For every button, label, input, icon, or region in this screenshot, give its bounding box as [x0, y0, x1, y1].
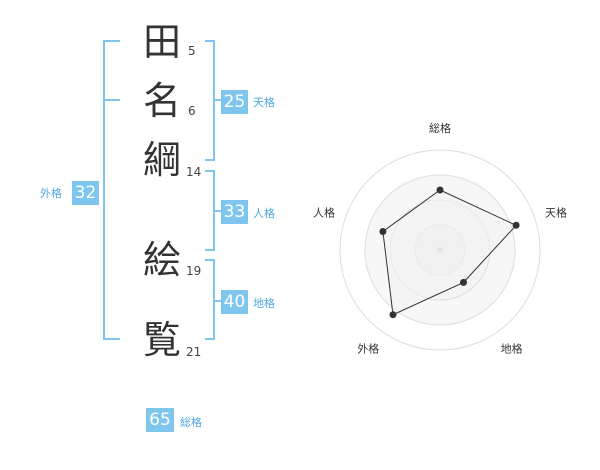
tenkaku-label: 天格: [253, 96, 275, 109]
name-char-4: 絵: [142, 238, 181, 282]
chikaku-tick: [215, 300, 222, 302]
jinkaku-tick: [215, 210, 222, 212]
radar-axis-label-2: 天格: [545, 205, 567, 219]
tenkaku-value-badge: 25: [221, 90, 248, 114]
gaikaku-label: 外格: [40, 187, 62, 200]
radar-series-area: [382, 189, 517, 316]
chikaku-label: 地格: [253, 297, 275, 310]
radar-axis-label-4: 外格: [357, 342, 379, 356]
jinkaku-label: 人格: [253, 207, 275, 220]
name-char-1: 田: [142, 20, 181, 64]
name-char-5: 覧: [142, 318, 181, 362]
radar-axis-label-3: 地格: [501, 342, 523, 356]
jinkaku-value-badge: 33: [221, 200, 248, 224]
stroke-count-3: 14: [186, 165, 202, 179]
stroke-count-5: 21: [186, 345, 202, 359]
gaikaku-value-badge: 32: [72, 181, 99, 205]
radar-point-3: [460, 278, 467, 286]
stroke-count-2: 6: [188, 104, 196, 118]
gaikaku-bracket: [103, 40, 120, 340]
radar-axis-label-5: 人格: [313, 205, 335, 219]
radar-point-1: [436, 186, 444, 194]
radar-point-2: [512, 221, 520, 229]
tenkaku-tick: [215, 99, 222, 101]
radar-axis-label-1: 総格: [429, 121, 451, 135]
stroke-count-4: 19: [186, 264, 202, 278]
soukaku-label: 総格: [180, 416, 202, 429]
soukaku-value-badge: 65: [146, 408, 174, 432]
radar-point-4: [389, 311, 397, 319]
name-char-3: 綱: [142, 138, 181, 182]
chikaku-bracket: [205, 259, 215, 340]
chikaku-value-badge: 40: [221, 290, 248, 314]
stroke-count-1: 5: [188, 44, 196, 58]
gaikaku-tick-inner: [105, 99, 120, 101]
jinkaku-bracket: [205, 170, 215, 251]
name-char-2: 名: [142, 79, 181, 123]
radar-point-5: [379, 228, 387, 235]
tenkaku-bracket: [205, 40, 215, 161]
radar-points: [379, 186, 520, 319]
